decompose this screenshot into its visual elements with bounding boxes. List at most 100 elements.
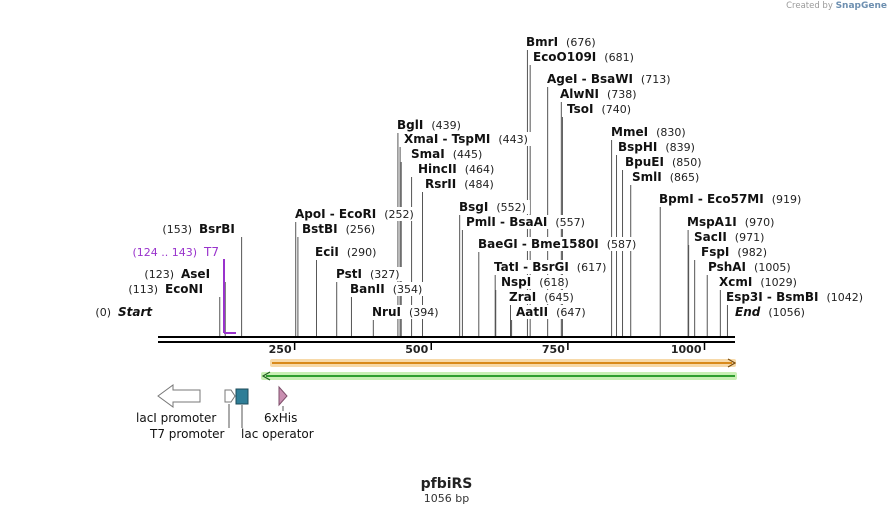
snapgene-credit: Created by SnapGene — [786, 1, 887, 11]
site-name: FspI — [701, 245, 729, 259]
site-label-mspa1i[interactable]: MspA1I(970) — [685, 215, 779, 229]
site-name: PstI — [336, 267, 362, 281]
t7-primer-mark[interactable] — [223, 259, 236, 334]
site-label-alwni[interactable]: AlwNI(738) — [558, 87, 641, 101]
site-label-ecii[interactable]: EciI(290) — [313, 245, 381, 259]
site-position: (1042) — [826, 291, 863, 304]
site-label-smai[interactable]: SmaI (445) — [409, 147, 487, 161]
site-position: (439) — [431, 119, 461, 132]
site-name: PshAI — [708, 260, 746, 274]
site-name: TsoI — [567, 102, 593, 116]
ruler-tick-500: 500 — [405, 342, 432, 356]
site-name: EcoNI — [165, 282, 203, 296]
site-name: End — [735, 305, 761, 319]
site-label-aatii[interactable]: AatII(647) — [514, 305, 590, 319]
site-position: (1005) — [754, 261, 791, 274]
site-position: (1029) — [760, 276, 797, 289]
site-label-ecoo109i[interactable]: EcoO109I(681) — [531, 50, 638, 64]
reverse-feature-arrow[interactable] — [261, 371, 737, 381]
forward-feature-arrow[interactable] — [270, 358, 737, 368]
site-labels: Start(0) EcoNI(113)AseI(123) T7(124 .. 143… — [92, 35, 868, 319]
site-label-start[interactable]: Start(0) — [92, 305, 157, 319]
site-position: (445) — [453, 148, 483, 161]
laci-promoter-glyph[interactable] — [157, 384, 201, 408]
site-label-bsgi[interactable]: BsgI(552) — [457, 200, 530, 214]
site-label-tsoi[interactable]: TsoI (740) — [565, 102, 636, 116]
site-name: XcmI — [719, 275, 752, 289]
site-label-bpuei[interactable]: BpuEI(850) — [623, 155, 706, 169]
site-position: (552) — [496, 201, 526, 214]
ruler-tick-250: 250 — [269, 342, 296, 356]
site-position: (327) — [370, 268, 400, 281]
site-position: (124 .. 143) — [132, 246, 197, 259]
feature-label-6xhis: 6xHis — [264, 411, 297, 425]
site-label-esp3i-bsmbi[interactable]: Esp3I - BsmBI (1042) — [724, 290, 868, 304]
site-label-smli[interactable]: SmlI(865) — [630, 170, 704, 184]
site-position: (740) — [601, 103, 631, 116]
site-position: (394) — [409, 306, 439, 319]
site-label-nrui[interactable]: NruI (394) — [370, 305, 443, 319]
site-label-agei-bsawi[interactable]: AgeI - BsaWI(713) — [545, 72, 675, 86]
site-label-end[interactable]: End (1056) — [733, 305, 809, 319]
plasmid-length: 1056 bp — [423, 492, 470, 505]
site-label-bsrbi[interactable]: BsrBI(153) — [159, 222, 239, 236]
site-name: BstBI — [302, 222, 338, 236]
site-label-bgli[interactable]: BglI (439) — [395, 118, 465, 132]
site-position: (617) — [577, 261, 607, 274]
site-lines — [219, 50, 728, 336]
site-position: (681) — [604, 51, 634, 64]
feature-label-laci-promoter: lacI promoter — [136, 411, 216, 425]
site-position: (919) — [772, 193, 802, 206]
site-position: (557) — [555, 216, 585, 229]
site-label-baegi-bme1580i[interactable]: BaeGI - Bme1580I(587) — [476, 237, 641, 251]
site-label-hincii[interactable]: HincII(464) — [416, 162, 499, 176]
site-label-pshai[interactable]: PshAI (1005) — [706, 260, 795, 274]
site-label-apoi-ecori[interactable]: ApoI - EcoRI(252) — [293, 207, 418, 221]
site-label-xcmi[interactable]: XcmI (1029) — [717, 275, 801, 289]
ruler-tick-750: 750 — [542, 342, 569, 356]
site-label-bmri[interactable]: BmrI(676) — [524, 35, 600, 49]
site-name: BglI — [397, 118, 423, 132]
site-position: (1056) — [768, 306, 805, 319]
svg-text:250: 250 — [269, 343, 292, 356]
site-label-asei[interactable]: AseI(123) — [141, 267, 215, 281]
site-name: XmaI - TspMI — [404, 132, 490, 146]
site-label-fspi[interactable]: FspI(982) — [699, 245, 771, 259]
site-name: NruI — [372, 305, 401, 319]
t7-promoter-glyph[interactable] — [224, 389, 236, 403]
site-name: BsrBI — [199, 222, 235, 236]
site-position: (839) — [665, 141, 695, 154]
site-name: EciI — [315, 245, 339, 259]
site-name: SacII — [694, 230, 727, 244]
site-name: PmlI - BsaAI — [466, 215, 547, 229]
site-name: SmaI — [411, 147, 445, 161]
site-label-xmai-tspmi[interactable]: XmaI - TspMI(443) — [402, 132, 532, 146]
site-name: AgeI - BsaWI — [547, 72, 633, 86]
site-position: (618) — [539, 276, 569, 289]
his-tag-glyph[interactable] — [278, 385, 288, 407]
site-label-t7[interactable]: T7(124 .. 143) — [129, 245, 223, 259]
site-label-tati-bsrgi[interactable]: TatI - BsrGI(617) — [492, 260, 611, 274]
site-name: MmeI — [611, 125, 648, 139]
site-label-bsphi[interactable]: BspHI(839) — [616, 140, 699, 154]
site-position: (850) — [672, 156, 702, 169]
site-label-sacii[interactable]: SacII(971) — [692, 230, 769, 244]
site-label-rsrii[interactable]: RsrII(484) — [423, 177, 498, 191]
site-label-psti[interactable]: PstI (327) — [334, 267, 404, 281]
site-label-bpmi-eco57mi[interactable]: BpmI - Eco57MI(919) — [657, 192, 806, 206]
site-label-mmei[interactable]: MmeI(830) — [609, 125, 690, 139]
site-label-econi[interactable]: EcoNI(113) — [125, 282, 208, 296]
site-label-pmli-bsaai[interactable]: PmlI - BsaAI (557) — [464, 215, 589, 229]
site-label-nspi[interactable]: NspI(618) — [499, 275, 573, 289]
site-position: (0) — [95, 306, 111, 319]
site-label-bstbi[interactable]: BstBI(256) — [300, 222, 380, 236]
site-label-banii[interactable]: BanII(354) — [348, 282, 427, 296]
lac-operator-glyph[interactable] — [235, 388, 249, 405]
site-position: (865) — [670, 171, 700, 184]
site-position: (484) — [464, 178, 494, 191]
site-name: Esp3I - BsmBI — [726, 290, 818, 304]
feature-label-lac-operator: lac operator — [241, 427, 314, 441]
site-label-zrai[interactable]: ZraI(645) — [507, 290, 578, 304]
